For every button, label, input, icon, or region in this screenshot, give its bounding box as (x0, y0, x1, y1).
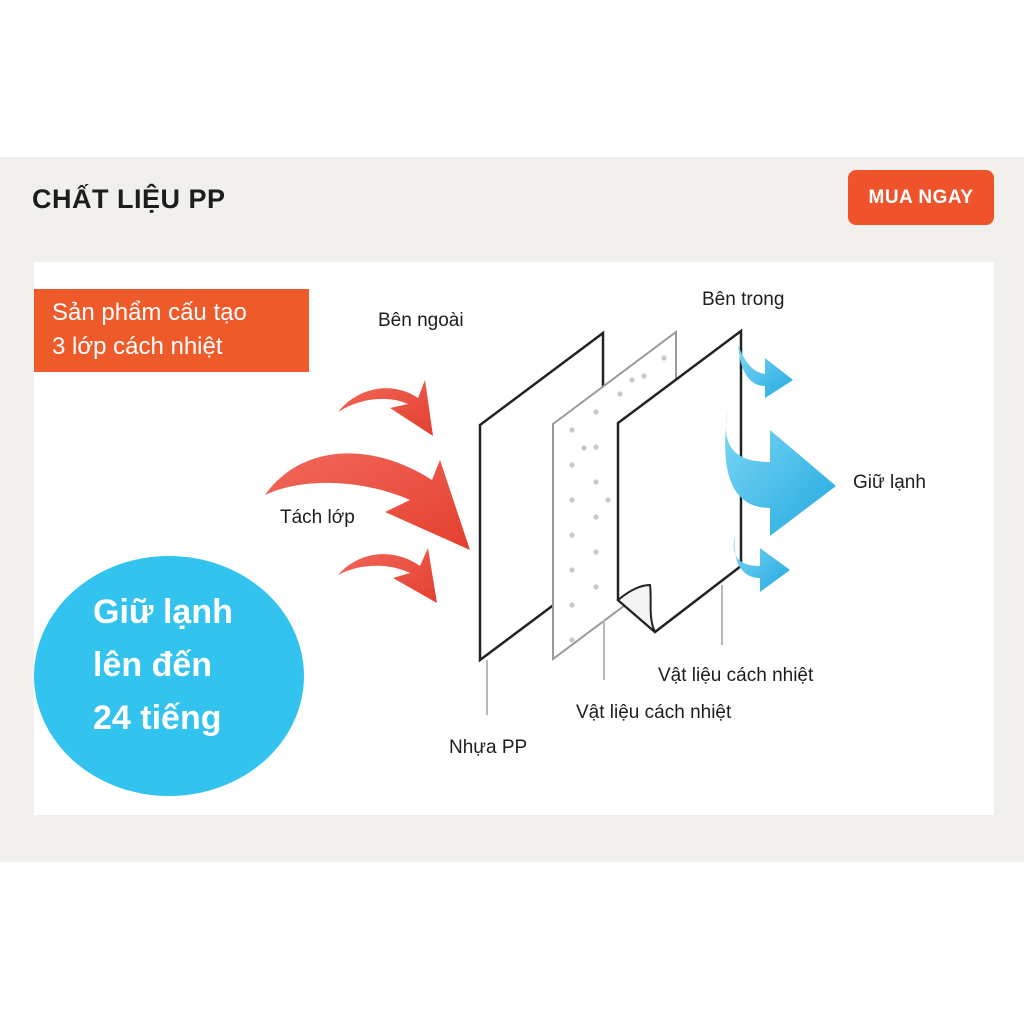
label-layer-middle: Vật liệu cách nhiệt (576, 702, 732, 723)
heat-arrow-middle (265, 453, 470, 550)
label-inside: Bên trong (702, 289, 785, 310)
label-keep-cold: Giữ lạnh (853, 472, 926, 493)
label-layer-inner: Vật liệu cách nhiệt (658, 665, 814, 686)
cold-arrow-middle (725, 410, 836, 536)
cold-arrow-top (738, 345, 793, 398)
heat-arrow-bottom (338, 548, 437, 603)
structure-tag-line-1: Sản phẩm cấu tạo (52, 299, 247, 326)
keep-cold-badge: Giữ lạnh lên đến 24 tiếng (34, 556, 304, 796)
badge-line-3: 24 tiếng (93, 699, 222, 737)
structure-tag-line-2: 3 lớp cách nhiệt (52, 333, 223, 360)
label-separation: Tách lớp (280, 507, 355, 528)
buy-now-button[interactable]: MUA NGAY (848, 170, 994, 225)
structure-tag: Sản phẩm cấu tạo 3 lớp cách nhiệt (34, 289, 309, 372)
layer-insulation-inner (616, 328, 743, 634)
badge-line-2: lên đến (93, 646, 213, 684)
label-outside: Bên ngoài (378, 310, 464, 331)
badge-line-1: Giữ lạnh (93, 593, 233, 631)
label-layer-pp: Nhựa PP (449, 737, 528, 758)
curled-corner (616, 583, 656, 633)
section-title: CHẤT LIỆU PP (32, 184, 226, 214)
cold-arrow-bottom (733, 535, 790, 592)
heat-arrow-top (338, 380, 433, 436)
